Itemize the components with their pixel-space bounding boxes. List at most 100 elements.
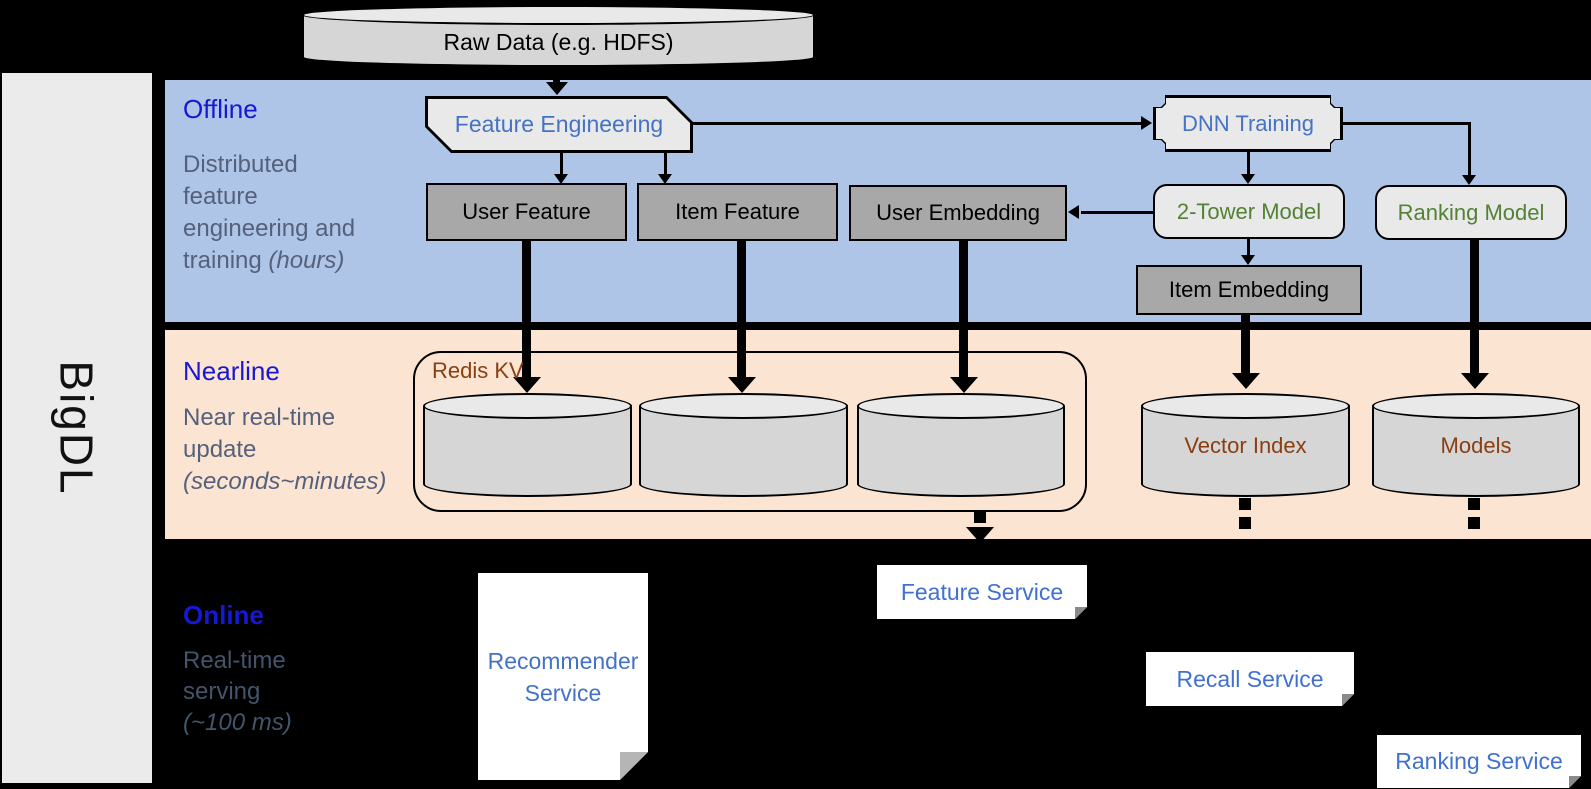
online-desc-line2: serving — [183, 678, 261, 705]
offline-desc-line3: engineering and — [183, 215, 356, 242]
nearline-desc-line1: Near real-time — [183, 404, 336, 431]
arrow-fe-to-dnn-head — [1141, 116, 1152, 130]
user-embedding-node: User Embedding — [849, 185, 1067, 241]
arrow-dnn-to-ranking-hline — [1343, 122, 1471, 125]
cylinder-top — [1372, 393, 1580, 419]
arrow-fe-to-userfeature-head — [554, 174, 568, 184]
recommender-service-node: Recommender Service — [478, 573, 648, 780]
ranking-service-label: Ranking Service — [1395, 748, 1563, 774]
online-title: Online — [183, 600, 264, 630]
models-label: Models — [1440, 433, 1512, 458]
arrow-twotower-to-userembedding-head — [1068, 205, 1079, 219]
dnn-training-label-wrap: DNN Training — [1156, 98, 1340, 149]
feature-engineering-node: Feature Engineering — [425, 96, 693, 153]
arrow-userfeature-to-redis-line — [522, 241, 531, 377]
cylinder-top — [302, 5, 815, 25]
item-feature-label: Item Feature — [675, 199, 800, 224]
cylinder-body — [423, 406, 632, 484]
arrow-fe-to-itemfeature-line — [664, 153, 667, 176]
arrow-itemfeature-to-redis-line — [737, 241, 746, 377]
models-cylinder: Models — [1372, 393, 1580, 497]
arrow-itemembedding-to-vectorindex-head — [1232, 373, 1260, 389]
recall-service-node: Recall Service — [1146, 652, 1354, 706]
arrow-rawdata-to-fe-line — [553, 67, 560, 83]
bigdl-sidebar: BigDL — [2, 73, 152, 783]
user-feature-node: User Feature — [426, 183, 627, 241]
arrow-dnn-to-ranking-head — [1462, 175, 1476, 185]
dnn-training-label: DNN Training — [1181, 110, 1315, 136]
ranking-service-node: Ranking Service — [1377, 735, 1581, 788]
document-fold-corner — [620, 752, 648, 780]
user-feature-label: User Feature — [462, 199, 591, 224]
offline-desc-line1: Distributed — [183, 151, 298, 178]
redis-cylinder-1 — [423, 393, 632, 497]
feature-service-label: Feature Service — [900, 578, 1064, 605]
offline-desc-line4: training (hours) — [183, 245, 355, 277]
cylinder-body — [857, 406, 1065, 484]
cylinder-body — [639, 406, 848, 484]
cylinder-top — [423, 393, 632, 419]
ranking-model-label: Ranking Model — [1397, 199, 1545, 225]
vector-index-label: Vector Index — [1184, 433, 1307, 458]
arrow-fe-to-userfeature-line — [560, 153, 563, 176]
cylinder-body — [1372, 406, 1580, 484]
arrow-dnn-to-ranking-vline — [1468, 122, 1471, 177]
offline-title: Offline — [183, 94, 258, 124]
cylinder-body — [1141, 406, 1350, 484]
arrow-fe-to-itemfeature-head — [658, 174, 672, 184]
offline-desc-line4-italic: (hours) — [268, 247, 345, 274]
dnn-training-node: DNN Training — [1153, 95, 1343, 152]
offline-description: Distributed feature engineering and trai… — [183, 149, 355, 277]
ranking-model-node: Ranking Model — [1375, 185, 1567, 240]
service-fold-corner — [1569, 776, 1581, 788]
redis-cylinder-2 — [639, 393, 848, 497]
arrow-userembedding-to-redis-line — [959, 241, 968, 377]
item-embedding-node: Item Embedding — [1136, 265, 1362, 315]
recall-service-label: Recall Service — [1176, 665, 1324, 692]
service-fold-corner — [1075, 607, 1087, 619]
arrow-rawdata-to-fe-head — [546, 82, 568, 95]
service-fold-corner — [1342, 694, 1354, 706]
arrow-fe-to-dnn-line — [693, 122, 1141, 125]
arrow-dnn-to-twotower-line — [1247, 152, 1250, 175]
raw-data-label: Raw Data (e.g. HDFS) — [443, 29, 674, 55]
nearline-title: Nearline — [183, 356, 280, 386]
arrow-twotower-to-userembedding-line — [1081, 211, 1153, 214]
offline-desc-line2: feature — [183, 183, 258, 210]
arrow-dnn-to-twotower-head — [1241, 174, 1255, 184]
recommender-service-label-line2: Service — [524, 679, 602, 706]
two-tower-model-node: 2-Tower Model — [1153, 184, 1345, 239]
dashed-vectorindex-dash-2 — [1239, 517, 1251, 529]
arrow-itemembedding-to-vectorindex-line — [1241, 315, 1250, 373]
feature-engineering-label-wrap: Feature Engineering — [428, 99, 690, 150]
dashed-vectorindex-dash-1 — [1239, 498, 1251, 510]
online-desc-line3: (~100 ms) — [183, 709, 292, 736]
two-tower-model-label: 2-Tower Model — [1176, 198, 1322, 224]
arrow-rankingmodel-to-models-head — [1461, 373, 1489, 389]
arrow-twotower-to-itemembedding-line — [1247, 239, 1250, 257]
feature-service-node: Feature Service — [877, 565, 1087, 619]
arrow-rankingmodel-to-models-line — [1470, 240, 1479, 373]
dashed-redis-to-featureservice-dash — [974, 512, 986, 523]
online-description: Real-time serving (~100 ms) — [183, 645, 292, 738]
redis-kv-label: Redis KV — [432, 358, 524, 383]
user-embedding-label: User Embedding — [876, 200, 1040, 225]
bigdl-logo-text: BigDL — [50, 360, 103, 496]
nearline-description: Near real-time update (seconds~minutes) — [183, 402, 386, 498]
item-embedding-label: Item Embedding — [1168, 277, 1330, 302]
dashed-models-dash-1 — [1468, 498, 1480, 510]
vector-index-cylinder: Vector Index — [1141, 393, 1350, 497]
cylinder-top — [1141, 393, 1350, 419]
redis-kv-container — [413, 351, 1087, 512]
recommender-service-label-line1: Recommender — [487, 647, 639, 674]
arrow-userfeature-to-redis-head — [513, 377, 541, 393]
online-desc-line1: Real-time — [183, 647, 286, 674]
arrow-userembedding-to-redis-head — [950, 377, 978, 393]
cylinder-top — [857, 393, 1065, 419]
item-feature-node: Item Feature — [637, 183, 838, 241]
nearline-desc-line3: (seconds~minutes) — [183, 468, 387, 495]
feature-engineering-label: Feature Engineering — [454, 111, 664, 137]
cylinder-top — [639, 393, 848, 419]
dashed-models-dash-2 — [1468, 517, 1480, 529]
